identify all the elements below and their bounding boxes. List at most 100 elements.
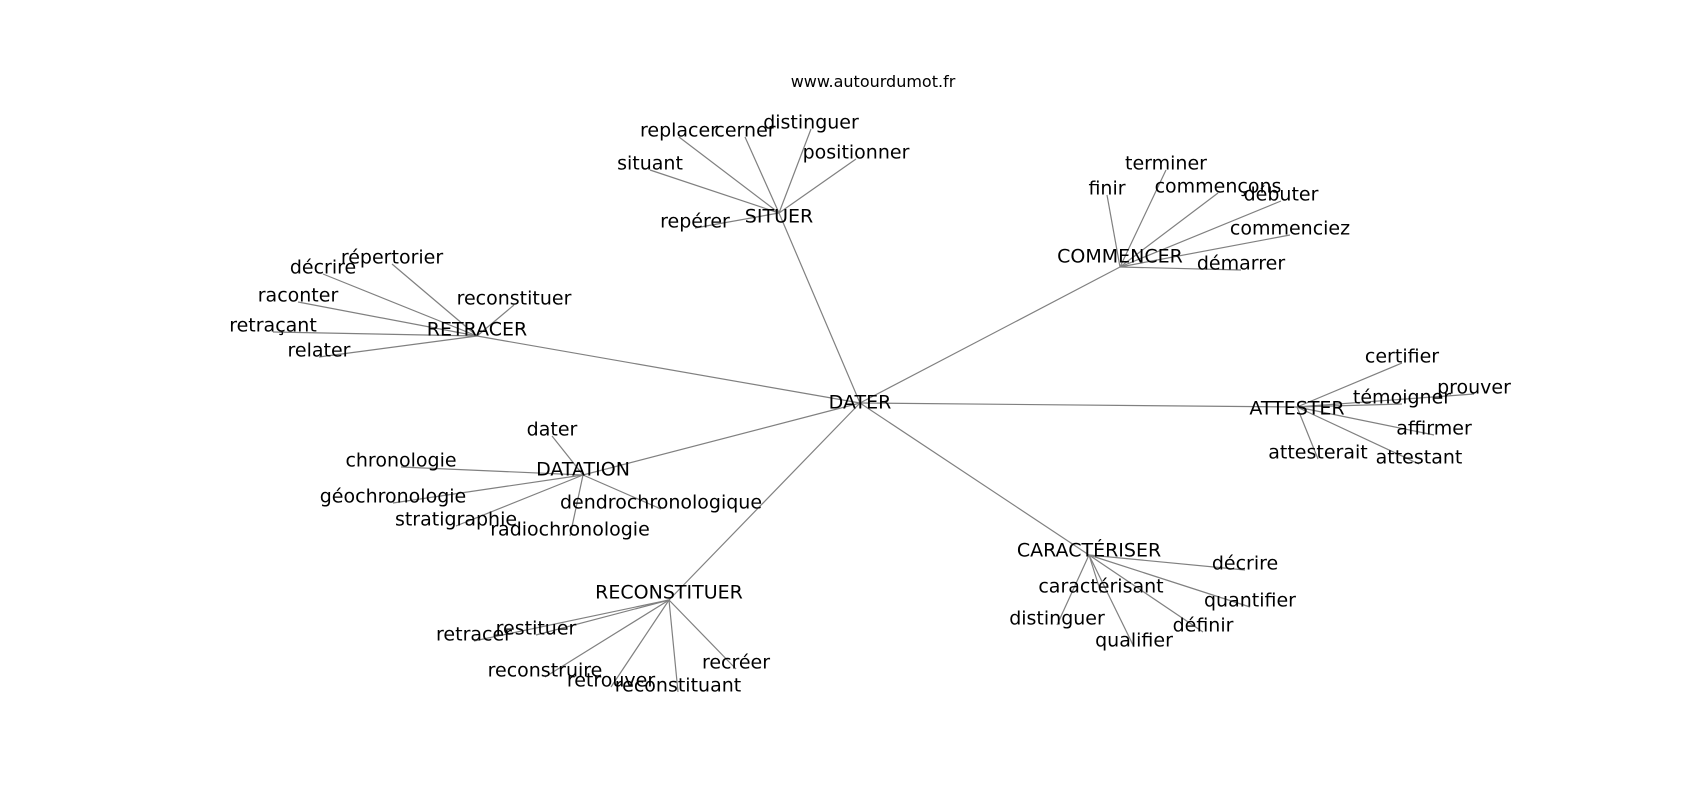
- leaf-node-label[interactable]: recréer: [702, 652, 770, 674]
- hub-leaf-edge: [1296, 403, 1403, 408]
- leaf-node-label[interactable]: replacer: [640, 120, 718, 142]
- hub-leaf-edge: [322, 273, 478, 337]
- hub-leaf-edge: [1106, 194, 1121, 268]
- leaf-node-label[interactable]: retracer: [436, 624, 512, 646]
- leaf-node-label[interactable]: dendrochronologique: [560, 492, 762, 514]
- hub-leaf-edge: [1119, 266, 1242, 271]
- leaf-node-label[interactable]: certifier: [1365, 346, 1439, 368]
- leaf-node-label[interactable]: restituer: [496, 618, 577, 640]
- hub-leaf-edge: [668, 599, 679, 693]
- hub-leaf-edge: [1119, 200, 1282, 268]
- hub-leaf-edge: [551, 435, 584, 476]
- hub-leaf-edge: [476, 304, 515, 337]
- hub-leaf-edge: [610, 599, 670, 688]
- hub-node-label[interactable]: RECONSTITUER: [595, 582, 743, 604]
- graph-labels: www.autourdumot.fr DATERSITUERreplacerce…: [229, 72, 1511, 697]
- leaf-node-label[interactable]: situant: [617, 153, 683, 175]
- leaf-node-label[interactable]: quantifier: [1204, 590, 1296, 612]
- root-hub-edge: [668, 402, 861, 601]
- leaf-node-label[interactable]: radiochronologie: [490, 519, 650, 541]
- leaf-node-label[interactable]: repérer: [660, 211, 730, 233]
- root-hub-edge: [778, 212, 861, 404]
- leaf-node-label[interactable]: distinguer: [763, 112, 859, 134]
- leaf-node-label[interactable]: positionner: [803, 142, 910, 164]
- hub-leaf-edge: [678, 136, 780, 214]
- hub-node-label[interactable]: ATTESTER: [1249, 398, 1344, 420]
- root-hub-edge: [859, 402, 1090, 556]
- root-node-label[interactable]: DATER: [829, 392, 892, 414]
- hub-leaf-edge: [400, 466, 584, 476]
- hub-leaf-edge: [1088, 554, 1251, 608]
- hub-leaf-edge: [455, 474, 584, 527]
- hub-leaf-edge: [318, 335, 478, 358]
- leaf-node-label[interactable]: finir: [1088, 178, 1125, 200]
- leaf-node-label[interactable]: qualifier: [1095, 630, 1173, 652]
- leaf-node-label[interactable]: géochronologie: [320, 486, 466, 508]
- hub-leaf-edge: [582, 474, 662, 510]
- leaf-node-label[interactable]: cerner: [714, 120, 775, 142]
- leaf-node-label[interactable]: affirmer: [1396, 418, 1472, 440]
- hub-leaf-edge: [649, 169, 780, 214]
- leaf-node-label[interactable]: prouver: [1437, 377, 1511, 399]
- hub-leaf-edge: [1296, 406, 1319, 460]
- root-hub-edge: [859, 266, 1121, 404]
- leaf-node-label[interactable]: commenciez: [1230, 218, 1350, 240]
- leaf-node-label[interactable]: raconter: [258, 285, 339, 307]
- leaf-node-label[interactable]: dater: [527, 419, 578, 441]
- hub-leaf-edge: [272, 331, 478, 337]
- leaf-node-label[interactable]: terminer: [1125, 153, 1207, 175]
- hub-leaf-edge: [1088, 554, 1102, 594]
- hub-leaf-edge: [1088, 554, 1204, 633]
- hub-leaf-edge: [391, 263, 478, 337]
- source-url[interactable]: www.autourdumot.fr: [791, 72, 956, 91]
- hub-leaf-edge: [1119, 169, 1167, 268]
- hub-leaf-edge: [1088, 554, 1135, 648]
- hub-leaf-edge: [535, 599, 670, 636]
- hub-leaf-edge: [1088, 554, 1246, 571]
- leaf-node-label[interactable]: décrire: [1212, 553, 1278, 575]
- hub-leaf-edge: [392, 474, 584, 504]
- leaf-node-label[interactable]: relater: [288, 340, 351, 362]
- hub-leaf-edge: [1296, 406, 1420, 465]
- hub-leaf-edge: [544, 599, 670, 678]
- hub-leaf-edge: [778, 158, 857, 214]
- leaf-node-label[interactable]: stratigraphie: [395, 509, 517, 531]
- hub-leaf-edge: [1119, 192, 1219, 268]
- root-hub-edge: [859, 402, 1298, 408]
- hub-node-label[interactable]: RETRACER: [427, 319, 527, 341]
- root-hub-edge: [476, 335, 861, 404]
- hub-node-label[interactable]: CARACTÉRISER: [1017, 539, 1161, 562]
- leaf-node-label[interactable]: débuter: [1244, 184, 1319, 206]
- hub-leaf-edge: [1119, 234, 1291, 268]
- hub-leaf-edge: [694, 212, 780, 229]
- leaf-node-label[interactable]: distinguer: [1009, 608, 1105, 630]
- leaf-node-label[interactable]: chronologie: [345, 450, 456, 472]
- leaf-node-label[interactable]: caractérisant: [1038, 576, 1163, 598]
- hub-node-label[interactable]: SITUER: [745, 206, 813, 228]
- hub-leaf-edge: [473, 599, 670, 642]
- hub-node-label[interactable]: COMMENCER: [1057, 246, 1183, 268]
- leaf-node-label[interactable]: attesterait: [1268, 442, 1367, 464]
- leaf-node-label[interactable]: démarrer: [1197, 253, 1285, 275]
- leaf-node-label[interactable]: reconstituant: [615, 675, 741, 697]
- leaf-node-label[interactable]: reconstruire: [488, 660, 603, 682]
- leaf-node-label[interactable]: retrouver: [567, 670, 656, 692]
- hub-leaf-edge: [778, 128, 812, 214]
- hub-leaf-edge: [1296, 393, 1475, 408]
- leaf-node-label[interactable]: reconstituer: [457, 288, 572, 310]
- hub-leaf-edge: [569, 474, 584, 537]
- leaf-node-label[interactable]: attestant: [1376, 447, 1463, 469]
- leaf-node-label[interactable]: répertorier: [341, 247, 443, 269]
- leaf-node-label[interactable]: témoigner: [1353, 387, 1451, 409]
- leaf-node-label[interactable]: définir: [1173, 615, 1234, 637]
- root-hub-edge: [582, 402, 861, 476]
- leaf-node-label[interactable]: décrire: [290, 257, 356, 279]
- hub-leaf-edge: [1296, 406, 1435, 436]
- leaf-node-label[interactable]: retraçant: [229, 315, 317, 337]
- hub-node-label[interactable]: DATATION: [536, 459, 630, 481]
- hub-leaf-edge: [668, 599, 737, 670]
- graph-edges: [272, 128, 1475, 693]
- hub-leaf-edge: [744, 136, 780, 214]
- leaf-node-label[interactable]: commençons: [1155, 176, 1282, 198]
